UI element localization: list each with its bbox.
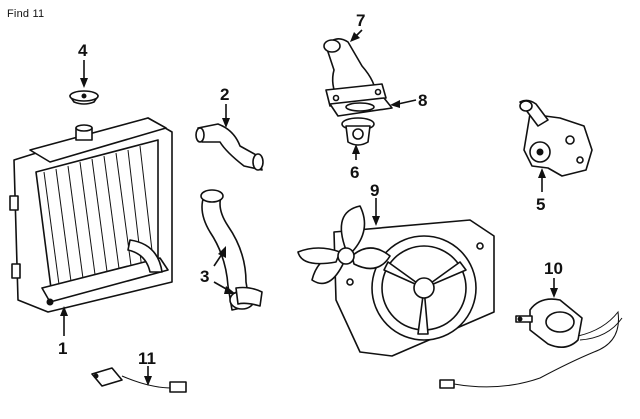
callout-label-11: 11 (138, 349, 156, 368)
lower-hose (200, 189, 263, 311)
callout-2 (222, 104, 230, 128)
callout-label-3: 3 (200, 267, 209, 286)
callout-7 (350, 29, 363, 42)
fan-blade (297, 205, 391, 285)
thermostat (341, 117, 375, 146)
radiator (9, 117, 173, 313)
callout-label-1: 1 (58, 339, 67, 358)
page-title: Find 11 (7, 8, 45, 20)
callout-label-8: 8 (418, 91, 427, 110)
callout-6 (352, 144, 360, 160)
thermostat-housing (323, 38, 387, 107)
callout-label-4: 4 (78, 41, 88, 60)
callout-label-7: 7 (356, 11, 365, 30)
fan-motor (439, 298, 623, 389)
callout-8 (390, 99, 417, 108)
callout-label-6: 6 (350, 163, 359, 182)
callout-label-9: 9 (370, 181, 379, 200)
callout-3 (213, 246, 236, 294)
callout-label-5: 5 (536, 195, 545, 214)
callout-11 (144, 366, 152, 386)
water-pump (519, 99, 593, 177)
callout-label-2: 2 (220, 85, 229, 104)
callout-label-10: 10 (544, 259, 563, 278)
callout-5 (538, 168, 546, 192)
radiator-cap (69, 90, 99, 105)
housing-gasket (329, 97, 393, 117)
callout-9 (372, 198, 380, 226)
callout-1 (60, 306, 68, 336)
upper-hose (195, 123, 264, 171)
callout-4 (80, 60, 88, 88)
temperature-sensor (91, 367, 187, 393)
callout-10 (550, 278, 558, 298)
